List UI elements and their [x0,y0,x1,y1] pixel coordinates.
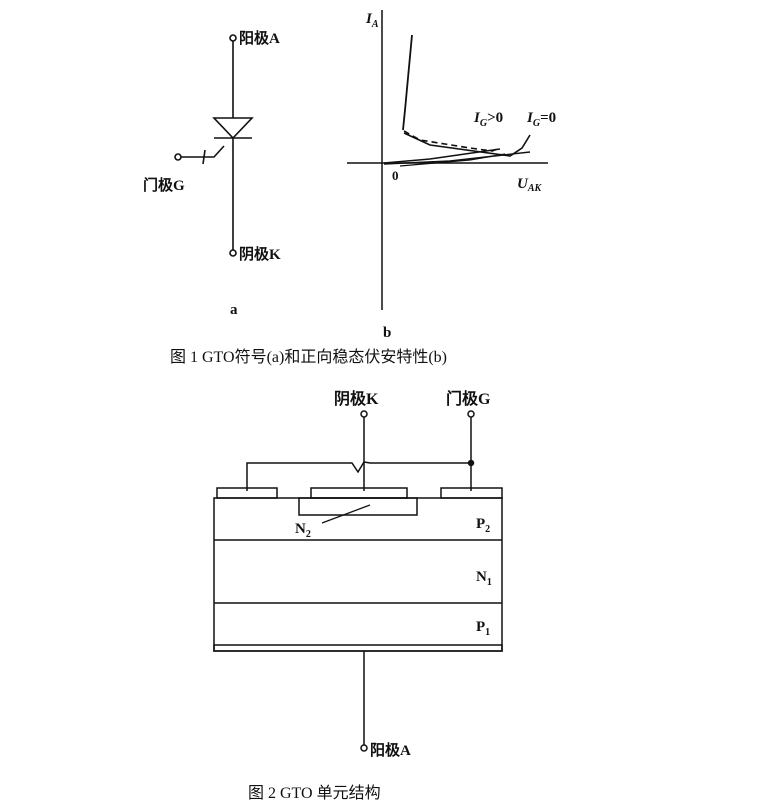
n2-region [298,497,418,516]
figure-2-caption: 图 2 GTO 单元结构 [248,784,381,802]
anode-contact [213,644,503,652]
gate-lead [181,145,225,158]
p1-label: P1 [476,619,490,638]
y-axis-label: IA [365,11,379,30]
blocking-curve-2 [383,151,531,165]
x-axis-label: UAK [517,176,543,194]
n1-label: N1 [476,569,492,588]
blocking-curve-1 [383,148,501,164]
gto-cell [213,410,503,752]
on-state-curve [402,34,413,131]
anode-terminal [229,34,237,42]
cell-anode-label: 阳极A [370,741,411,759]
gate-turnoff-tick [202,149,206,165]
gate-node [467,459,475,467]
n2-leader [321,504,371,524]
gate-terminal [174,153,182,161]
gate-bus [246,461,472,491]
cathode-terminal [229,249,237,257]
curve-ig-zero [403,132,531,157]
panel-a-label: a [230,302,238,318]
gate-label: 门极G [143,176,185,194]
p2-label: P2 [476,516,490,535]
thyristor-triangle-icon [212,117,254,140]
cell-cathode-label: 阴极K [334,389,379,408]
iv-axes [347,10,548,310]
anode-label: 阳极A [239,29,280,47]
curve-ig-positive-label: IG>0 [473,110,503,129]
cell-gate-label: 门极G [446,389,491,408]
n2-label: N2 [295,521,311,540]
origin-label: 0 [392,168,399,183]
cell-cathode-terminal [360,410,368,418]
curve-ig-zero-label: IG=0 [526,110,556,129]
iv-curves [383,34,531,167]
figure-1-caption: 图 1 GTO符号(a)和正向稳态伏安特性(b) [170,348,447,366]
cell-gate-terminal [467,410,475,418]
gto-symbol [174,34,254,257]
cathode-contact [310,487,408,499]
cathode-label: 阴极K [239,245,281,263]
cell-anode-terminal [360,744,368,752]
silicon-body [213,497,503,652]
panel-b-label: b [383,325,391,341]
blocking-curve-3 [399,153,506,167]
